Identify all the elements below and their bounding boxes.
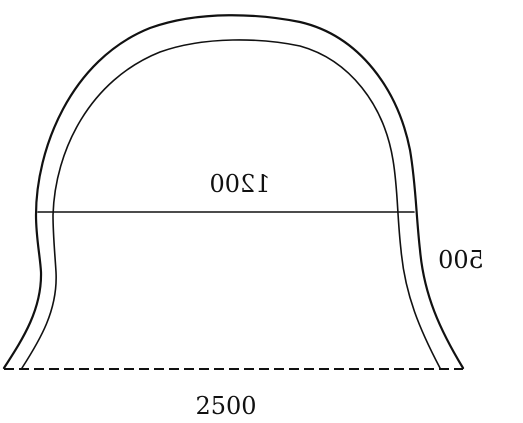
wall-height-label: 500 <box>438 246 484 274</box>
inner-arch-outline <box>21 39 441 369</box>
outer-arch-outline <box>2 14 465 370</box>
base-width-label: 2500 <box>195 392 256 420</box>
width-label: 1200 <box>209 170 270 198</box>
